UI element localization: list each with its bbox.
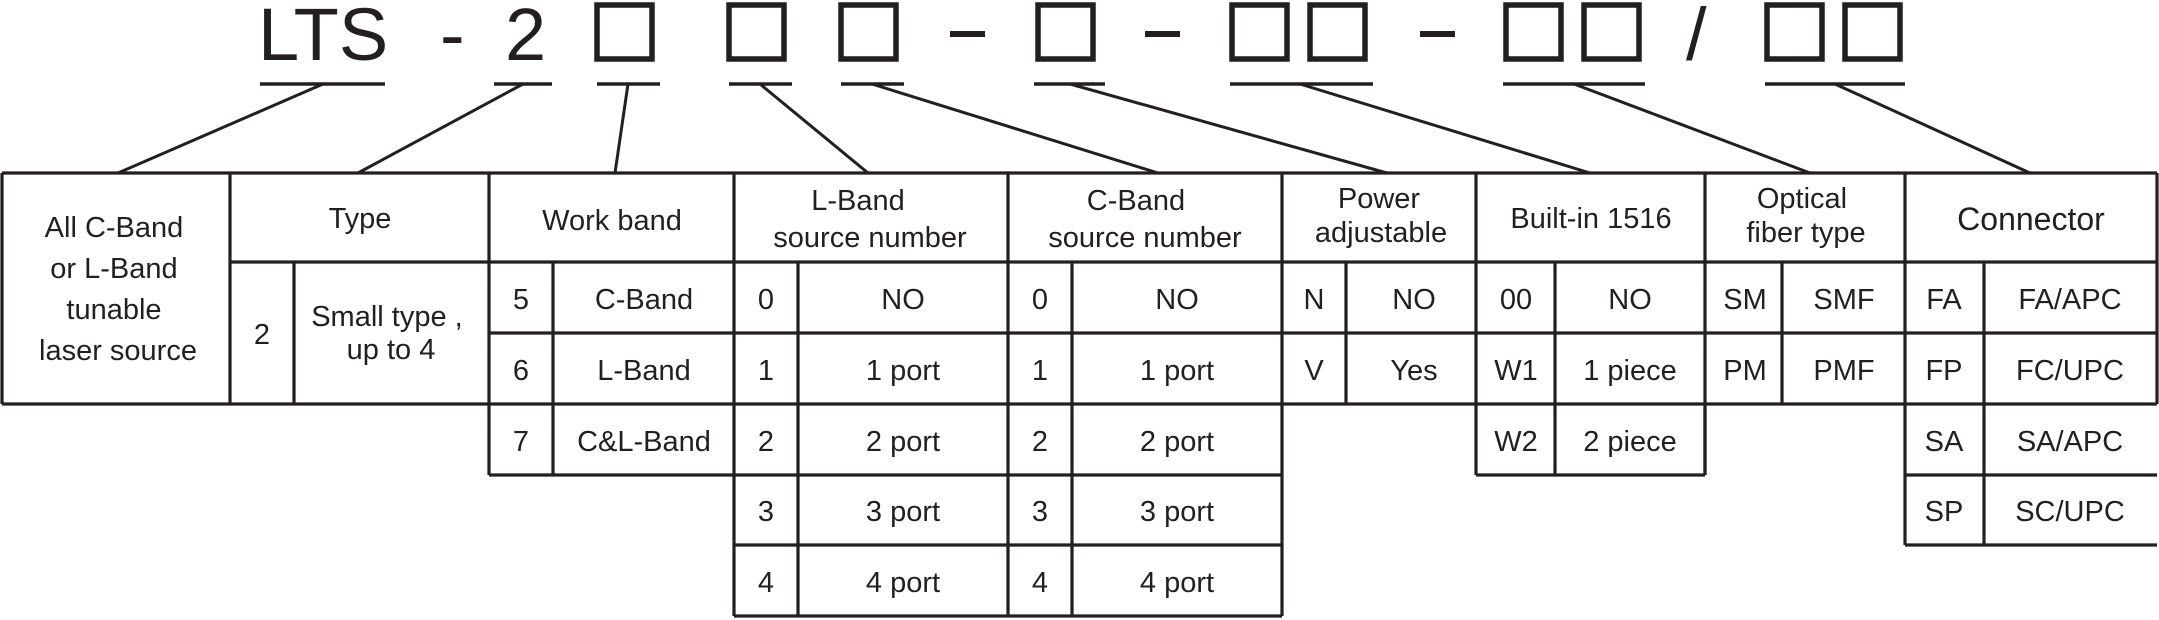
option-code: 4	[1032, 567, 1048, 599]
option-desc: FA/APC	[2018, 284, 2121, 316]
option-desc: 4 port	[866, 567, 940, 599]
option-desc: 3 port	[1140, 496, 1214, 528]
option-code: SA	[1925, 426, 1964, 458]
code-slot-connector-1	[1764, 2, 1825, 62]
option-code: 4	[758, 567, 774, 599]
column-type: Type 2 Small type , up to 4	[254, 203, 471, 366]
code-slot-fiber-1	[1503, 2, 1564, 62]
option-desc: C&L-Band	[577, 426, 711, 458]
code-slot-l-band	[726, 2, 787, 62]
option-code: 3	[1032, 496, 1048, 528]
option-desc: PMF	[1813, 355, 1874, 387]
option-code: N	[1304, 284, 1325, 316]
leader-line	[1573, 82, 1811, 175]
part-number-code: LTS - 2 /	[258, 0, 1903, 76]
column-power-adjustable: Power adjustable N NO V Yes	[1304, 183, 1448, 387]
option-code: W2	[1494, 426, 1538, 458]
leader-line	[871, 82, 1159, 175]
column-header: Optical fiber type	[1746, 183, 1865, 249]
option-desc: 2 port	[866, 426, 940, 458]
option-code: 0	[1032, 284, 1048, 316]
option-code: 2	[758, 426, 774, 458]
option-code: W1	[1494, 355, 1538, 387]
column-connector: Connector FA FA/APC FP FC/UPC SA SA/APC …	[1925, 201, 2125, 528]
option-code: FP	[1925, 355, 1962, 387]
code-slot-connector-2	[1842, 2, 1903, 62]
column-optical-fiber-type: Optical fiber type SM SMF PM PMF	[1723, 183, 1874, 387]
column-header: Connector	[1957, 201, 2105, 237]
option-desc: NO	[1608, 284, 1652, 316]
table-grid	[0, 171, 2159, 618]
code-slot-power	[1035, 2, 1096, 62]
code-slot-builtin-1	[1229, 2, 1290, 62]
option-desc: NO	[1392, 284, 1436, 316]
column-header: Work band	[542, 205, 682, 237]
option-desc: 2 piece	[1583, 426, 1677, 458]
column-built-in-1516: Built-in 1516 00 NO W1 1 piece W2 2 piec…	[1494, 203, 1677, 458]
code-slot-c-band	[838, 2, 899, 62]
leader-line	[759, 82, 869, 175]
option-desc: Small type , up to 4	[311, 301, 471, 366]
option-code: 5	[513, 284, 529, 316]
option-code: SP	[1925, 496, 1964, 528]
code-slot-builtin-2	[1307, 2, 1368, 62]
option-desc: 2 port	[1140, 426, 1214, 458]
column-header: Built-in 1516	[1510, 203, 1671, 235]
code-slash: /	[1686, 0, 1707, 76]
option-desc: Yes	[1390, 355, 1437, 387]
leader-line	[1069, 82, 1388, 175]
option-code: 3	[758, 496, 774, 528]
leader-line	[613, 83, 630, 174]
option-code: 7	[513, 426, 529, 458]
code-slot-work-band	[594, 2, 655, 62]
leader-line	[357, 82, 524, 175]
option-code: 00	[1500, 284, 1532, 316]
option-code: FA	[1926, 284, 1962, 316]
option-desc: 3 port	[866, 496, 940, 528]
leader-lines	[117, 82, 2031, 175]
column-header: L-Band source number	[773, 185, 967, 254]
option-desc: 4 port	[1140, 567, 1214, 599]
option-code: 1	[758, 355, 774, 387]
code-separator-1: -	[440, 0, 465, 76]
code-prefix: LTS	[258, 0, 388, 76]
option-desc: SMF	[1813, 284, 1874, 316]
code-type-digit: 2	[505, 0, 546, 76]
option-desc: L-Band	[597, 355, 691, 387]
code-slot-fiber-2	[1581, 2, 1642, 62]
leader-line	[1299, 82, 1591, 175]
option-desc: FC/UPC	[2016, 355, 2124, 387]
option-code: PM	[1723, 355, 1767, 387]
column-header: All C-Band or L-Band tunable laser sourc…	[39, 212, 197, 367]
option-desc: 1 piece	[1583, 355, 1677, 387]
option-code: 0	[758, 284, 774, 316]
option-code: 2	[254, 319, 270, 351]
column-laser-source: All C-Band or L-Band tunable laser sourc…	[39, 212, 197, 367]
column-header: Power adjustable	[1315, 183, 1447, 249]
option-desc: NO	[1155, 284, 1199, 316]
option-desc: 1 port	[1140, 355, 1214, 387]
leader-line	[117, 82, 324, 175]
option-desc: C-Band	[595, 284, 693, 316]
option-desc: NO	[881, 284, 925, 316]
column-work-band: Work band 5 C-Band 6 L-Band 7 C&L-Band	[513, 205, 711, 458]
column-header: Type	[329, 203, 392, 235]
option-code: V	[1304, 355, 1324, 387]
column-header: C-Band source number	[1048, 185, 1242, 254]
option-desc: SA/APC	[2017, 426, 2123, 458]
leader-line	[1834, 82, 2031, 175]
option-code: 6	[513, 355, 529, 387]
option-desc: 1 port	[866, 355, 940, 387]
column-l-band-source-number: L-Band source number 0 NO 1 1 port 2 2 p…	[758, 185, 967, 599]
option-desc: SC/UPC	[2015, 496, 2125, 528]
column-c-band-source-number: C-Band source number 0 NO 1 1 port 2 2 p…	[1032, 185, 1242, 599]
option-code: 2	[1032, 426, 1048, 458]
option-code: 1	[1032, 355, 1048, 387]
option-code: SM	[1723, 284, 1767, 316]
